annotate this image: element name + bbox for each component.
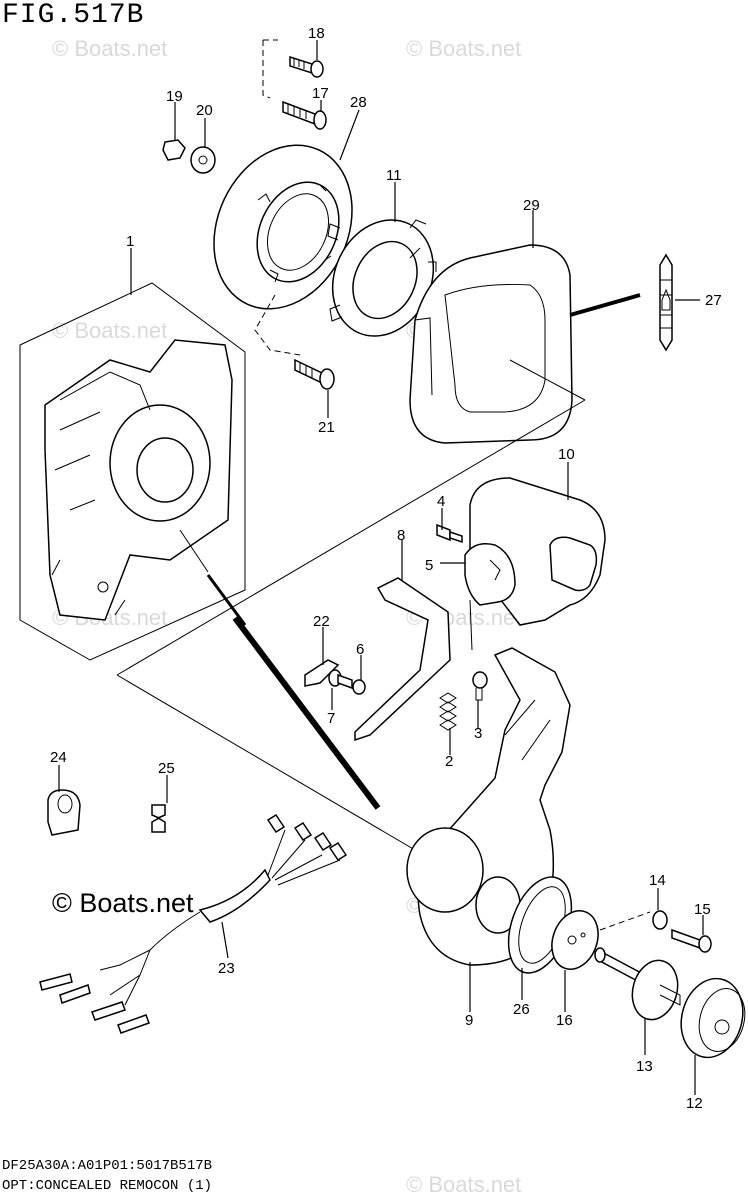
callout-16: 16 <box>556 1012 573 1029</box>
callout-2: 2 <box>445 753 453 770</box>
part-29-cover-pad[interactable] <box>409 244 573 444</box>
callout-18: 18 <box>308 25 325 42</box>
callout-14: 14 <box>649 872 666 889</box>
part-15-screw[interactable] <box>671 928 712 953</box>
part-2-spring[interactable] <box>439 692 457 731</box>
part-25-clip[interactable] <box>151 804 166 833</box>
callout-10: 10 <box>558 446 575 463</box>
part-16-disk[interactable] <box>544 904 606 975</box>
callout-6: 6 <box>356 641 364 658</box>
callout-22: 22 <box>313 613 330 630</box>
part-18-screw[interactable] <box>289 55 324 78</box>
part-24-connector-cap[interactable] <box>47 789 81 836</box>
watermark: © Boats.net <box>406 1172 522 1197</box>
callout-15: 15 <box>694 901 711 918</box>
part-7-screw[interactable] <box>328 669 353 690</box>
callout-13: 13 <box>636 1058 653 1075</box>
callout-1: 1 <box>126 233 134 250</box>
callout-24: 24 <box>50 749 67 766</box>
callout-8: 8 <box>397 527 405 544</box>
callout-27: 27 <box>705 292 722 309</box>
callout-19: 19 <box>166 88 183 105</box>
callout-3: 3 <box>474 725 482 742</box>
callout-26: 26 <box>513 1001 530 1018</box>
part-19-nut[interactable] <box>162 139 186 161</box>
callout-5: 5 <box>425 557 433 574</box>
figure-title: FIG.517B <box>2 0 145 31</box>
part-28-ring-plate[interactable] <box>188 122 378 331</box>
callout-21: 21 <box>318 419 335 436</box>
watermark: © Boats.net <box>406 36 522 61</box>
part-5-lever[interactable] <box>464 543 516 651</box>
callout-28: 28 <box>350 94 367 111</box>
part-23-wire-harness[interactable] <box>39 813 348 1034</box>
part-6-washer[interactable] <box>352 679 366 695</box>
callout-11: 11 <box>386 167 402 184</box>
part-1-control-box[interactable] <box>19 282 246 661</box>
callout-25: 25 <box>158 760 175 777</box>
part-4-bolt[interactable] <box>436 523 463 544</box>
callout-12: 12 <box>686 1095 703 1112</box>
part-12-knob[interactable] <box>673 972 748 1065</box>
part-14-washer[interactable] <box>652 910 668 930</box>
callout-29: 29 <box>523 197 540 214</box>
callout-17: 17 <box>312 85 329 102</box>
callout-9: 9 <box>465 1012 473 1029</box>
part-17-screw[interactable] <box>282 100 327 130</box>
callout-23: 23 <box>218 960 235 977</box>
part-27-clip[interactable] <box>659 253 673 352</box>
part-11-bezel-ring[interactable] <box>314 203 452 352</box>
figure-model-code: DF25A30A:A01P01:5017B517B <box>2 1158 213 1174</box>
callout-20: 20 <box>196 102 213 119</box>
figure-description: OPT:CONCEALED REMOCON (1) <box>2 1178 213 1194</box>
leader-lines <box>58 40 704 1095</box>
callout-7: 7 <box>327 710 335 727</box>
part-13-shaft[interactable] <box>594 947 684 1025</box>
watermark: © Boats.net <box>52 318 168 343</box>
part-21-screw[interactable] <box>294 358 335 390</box>
callout-4: 4 <box>437 493 445 510</box>
watermark: © Boats.net <box>52 36 168 61</box>
part-3-screw[interactable] <box>472 671 488 701</box>
part-8-link-rod[interactable] <box>354 577 451 742</box>
watermark-logo: © Boats.net <box>52 888 194 918</box>
part-20-washer[interactable] <box>190 146 216 174</box>
